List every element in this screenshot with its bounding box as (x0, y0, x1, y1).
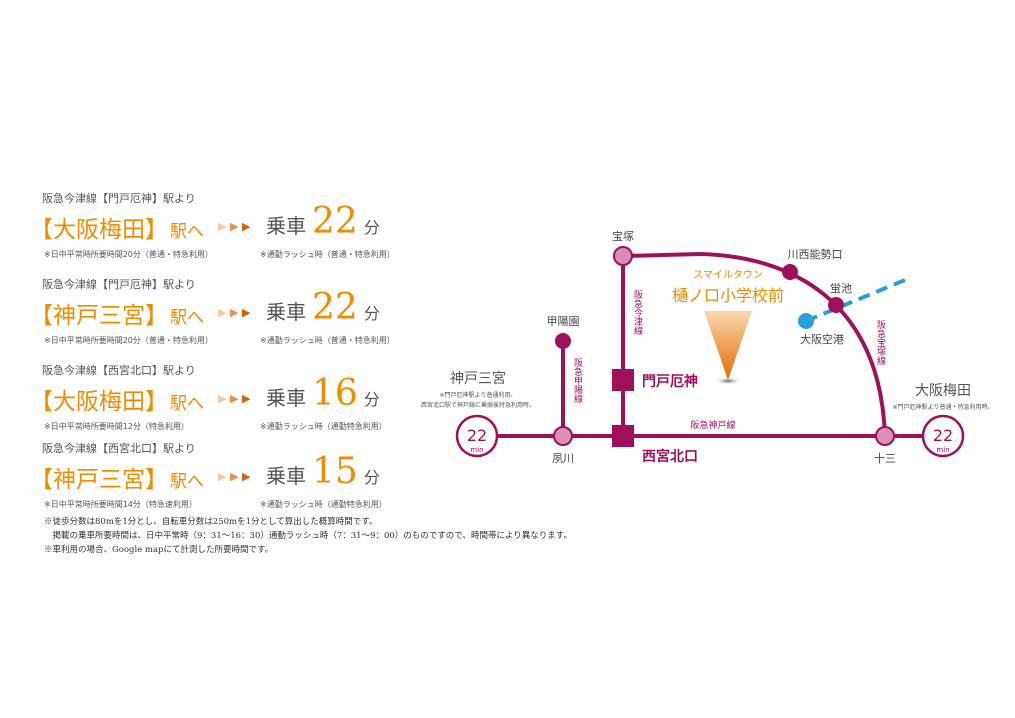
destination-group: 【神戸三宮】 駅へ (30, 460, 204, 494)
label-takarazuka-line: 阪急宝塚線 (875, 320, 886, 365)
ride-label: 乗車 (266, 214, 306, 238)
route-origin: 阪急今津線【門戸厄神】駅より (42, 278, 196, 291)
route-eki: 駅へ (170, 472, 204, 492)
umeda-name: 大阪梅田 (915, 383, 971, 399)
route-destination: 【大阪梅田】 (30, 389, 168, 415)
station-airport (798, 313, 814, 329)
rush-note: ※通勤ラッシュ時（普通・特急利用） (260, 250, 395, 259)
monorail-line (805, 278, 906, 323)
kobe-note: ※門戸厄神駅より普通利用、 (440, 391, 517, 399)
daytime-note: ※日中平常時所要時間14分（特急速利用） (44, 500, 197, 509)
destination-group: 【神戸三宮】 駅へ (30, 296, 204, 330)
umeda-note: ※門戸厄神駅より普通・特急利用時。 (893, 403, 994, 411)
station-koyoen (555, 333, 571, 349)
arrow-icon: ▶ ▶ ▶ (218, 470, 251, 483)
ride-group: 乗車 22 分 (266, 287, 380, 328)
station-nishinomiya (612, 425, 634, 447)
station-hotarugaike (828, 297, 844, 313)
kobe-unit: min (470, 446, 483, 454)
arrow-icon: ▶ ▶ ▶ (218, 392, 251, 405)
footnote: ※車利用の場合、Google mapにて計測した所要時間です。 (44, 545, 274, 555)
label-airport: 大阪空港 (800, 332, 844, 346)
station-kawanishi (782, 264, 798, 280)
label-koyoen: 甲陽園 (547, 315, 580, 328)
footnote: ※徒歩分数は80mを1分とし、自転車分数は250mを1分として算出した概算時間で… (44, 517, 378, 527)
minutes-unit: 分 (363, 304, 380, 323)
route-eki: 駅へ (170, 222, 204, 242)
umeda-unit: min (936, 446, 949, 454)
station-takarazuka (613, 246, 633, 266)
label-takarazuka: 宝塚 (612, 229, 634, 243)
minutes-unit: 分 (363, 390, 380, 409)
label-imazu-line: 阪急今津線 (632, 290, 643, 335)
ride-group: 乗車 15 分 (266, 451, 380, 492)
ride-group: 乗車 22 分 (266, 201, 380, 242)
umeda-time-badge (921, 414, 965, 458)
label-koyo-line: 阪急甲陽線 (572, 358, 583, 403)
minutes-unit: 分 (363, 468, 380, 487)
site-marker-icon (704, 311, 752, 380)
daytime-note: ※日中平常時所要時間20分（普通・特急利用） (44, 250, 213, 259)
label-nishinomiya: 西宮北口 (642, 448, 698, 465)
route-destination: 【神戸三宮】 (30, 467, 168, 493)
ride-minutes: 16 (312, 373, 358, 414)
ride-minutes: 22 (312, 287, 358, 328)
label-hotarugaike: 蛍池 (830, 281, 852, 295)
pin-shadow (714, 377, 742, 385)
destination-group: 【大阪梅田】 駅へ (30, 382, 204, 416)
kobe-name: 神戸三宮 (450, 371, 506, 387)
ride-minutes: 22 (312, 201, 358, 242)
rush-note: ※通勤ラッシュ時（通勤特急利用） (260, 422, 387, 431)
station-mondo (612, 369, 634, 391)
ride-label: 乗車 (266, 464, 306, 488)
daytime-note: ※日中平常時所要時間12分（特急利用） (44, 422, 189, 431)
route-destination: 【大阪梅田】 (30, 217, 168, 243)
route-destination: 【神戸三宮】 (30, 303, 168, 329)
label-mondo: 門戸厄神 (642, 373, 698, 390)
ride-group: 乗車 16 分 (266, 373, 380, 414)
kobe-note: 西宮北口駅で神戸線に乗換後特急利用時。 (421, 401, 535, 409)
station-juso (875, 426, 895, 446)
label-kawanishi: 川西能勢口 (788, 247, 843, 261)
kobe-time-badge (455, 414, 499, 458)
station-shukugawa (553, 426, 573, 446)
route-eki: 駅へ (170, 308, 204, 328)
route-eki: 駅へ (170, 394, 204, 414)
arrow-icon: ▶ ▶ ▶ (218, 220, 251, 233)
route-origin: 阪急今津線【西宮北口】駅より (42, 364, 196, 377)
footnote: 掲載の乗車所要時間は、日中平常時（9：31〜16：30）通勤ラッシュ時（7：31… (44, 531, 572, 541)
ride-label: 乗車 (266, 386, 306, 410)
label-kobe-line: 阪急神戸線 (690, 419, 735, 431)
minutes-unit: 分 (363, 218, 380, 237)
site-subtitle: スマイルタウン (693, 269, 763, 281)
ride-minutes: 15 (312, 451, 358, 492)
rush-note: ※通勤ラッシュ時（通勤特急利用） (260, 500, 387, 509)
kobe-minutes: 22 (467, 426, 487, 445)
ride-label: 乗車 (266, 300, 306, 324)
label-shukugawa: 夙川 (552, 452, 574, 465)
route-origin: 阪急今津線【門戸厄神】駅より (42, 192, 196, 205)
rush-note: ※通勤ラッシュ時（普通・特急利用） (260, 336, 395, 345)
route-origin: 阪急今津線【西宮北口】駅より (42, 442, 196, 455)
destination-group: 【大阪梅田】 駅へ (30, 210, 204, 244)
takarazuka-line (622, 251, 887, 437)
label-juso: 十三 (874, 451, 896, 465)
umeda-minutes: 22 (933, 426, 953, 445)
daytime-note: ※日中平常時所要時間20分（普通・特急利用） (44, 336, 213, 345)
site-name: 樋ノ口小学校前 (672, 286, 784, 305)
arrow-icon: ▶ ▶ ▶ (218, 306, 251, 319)
